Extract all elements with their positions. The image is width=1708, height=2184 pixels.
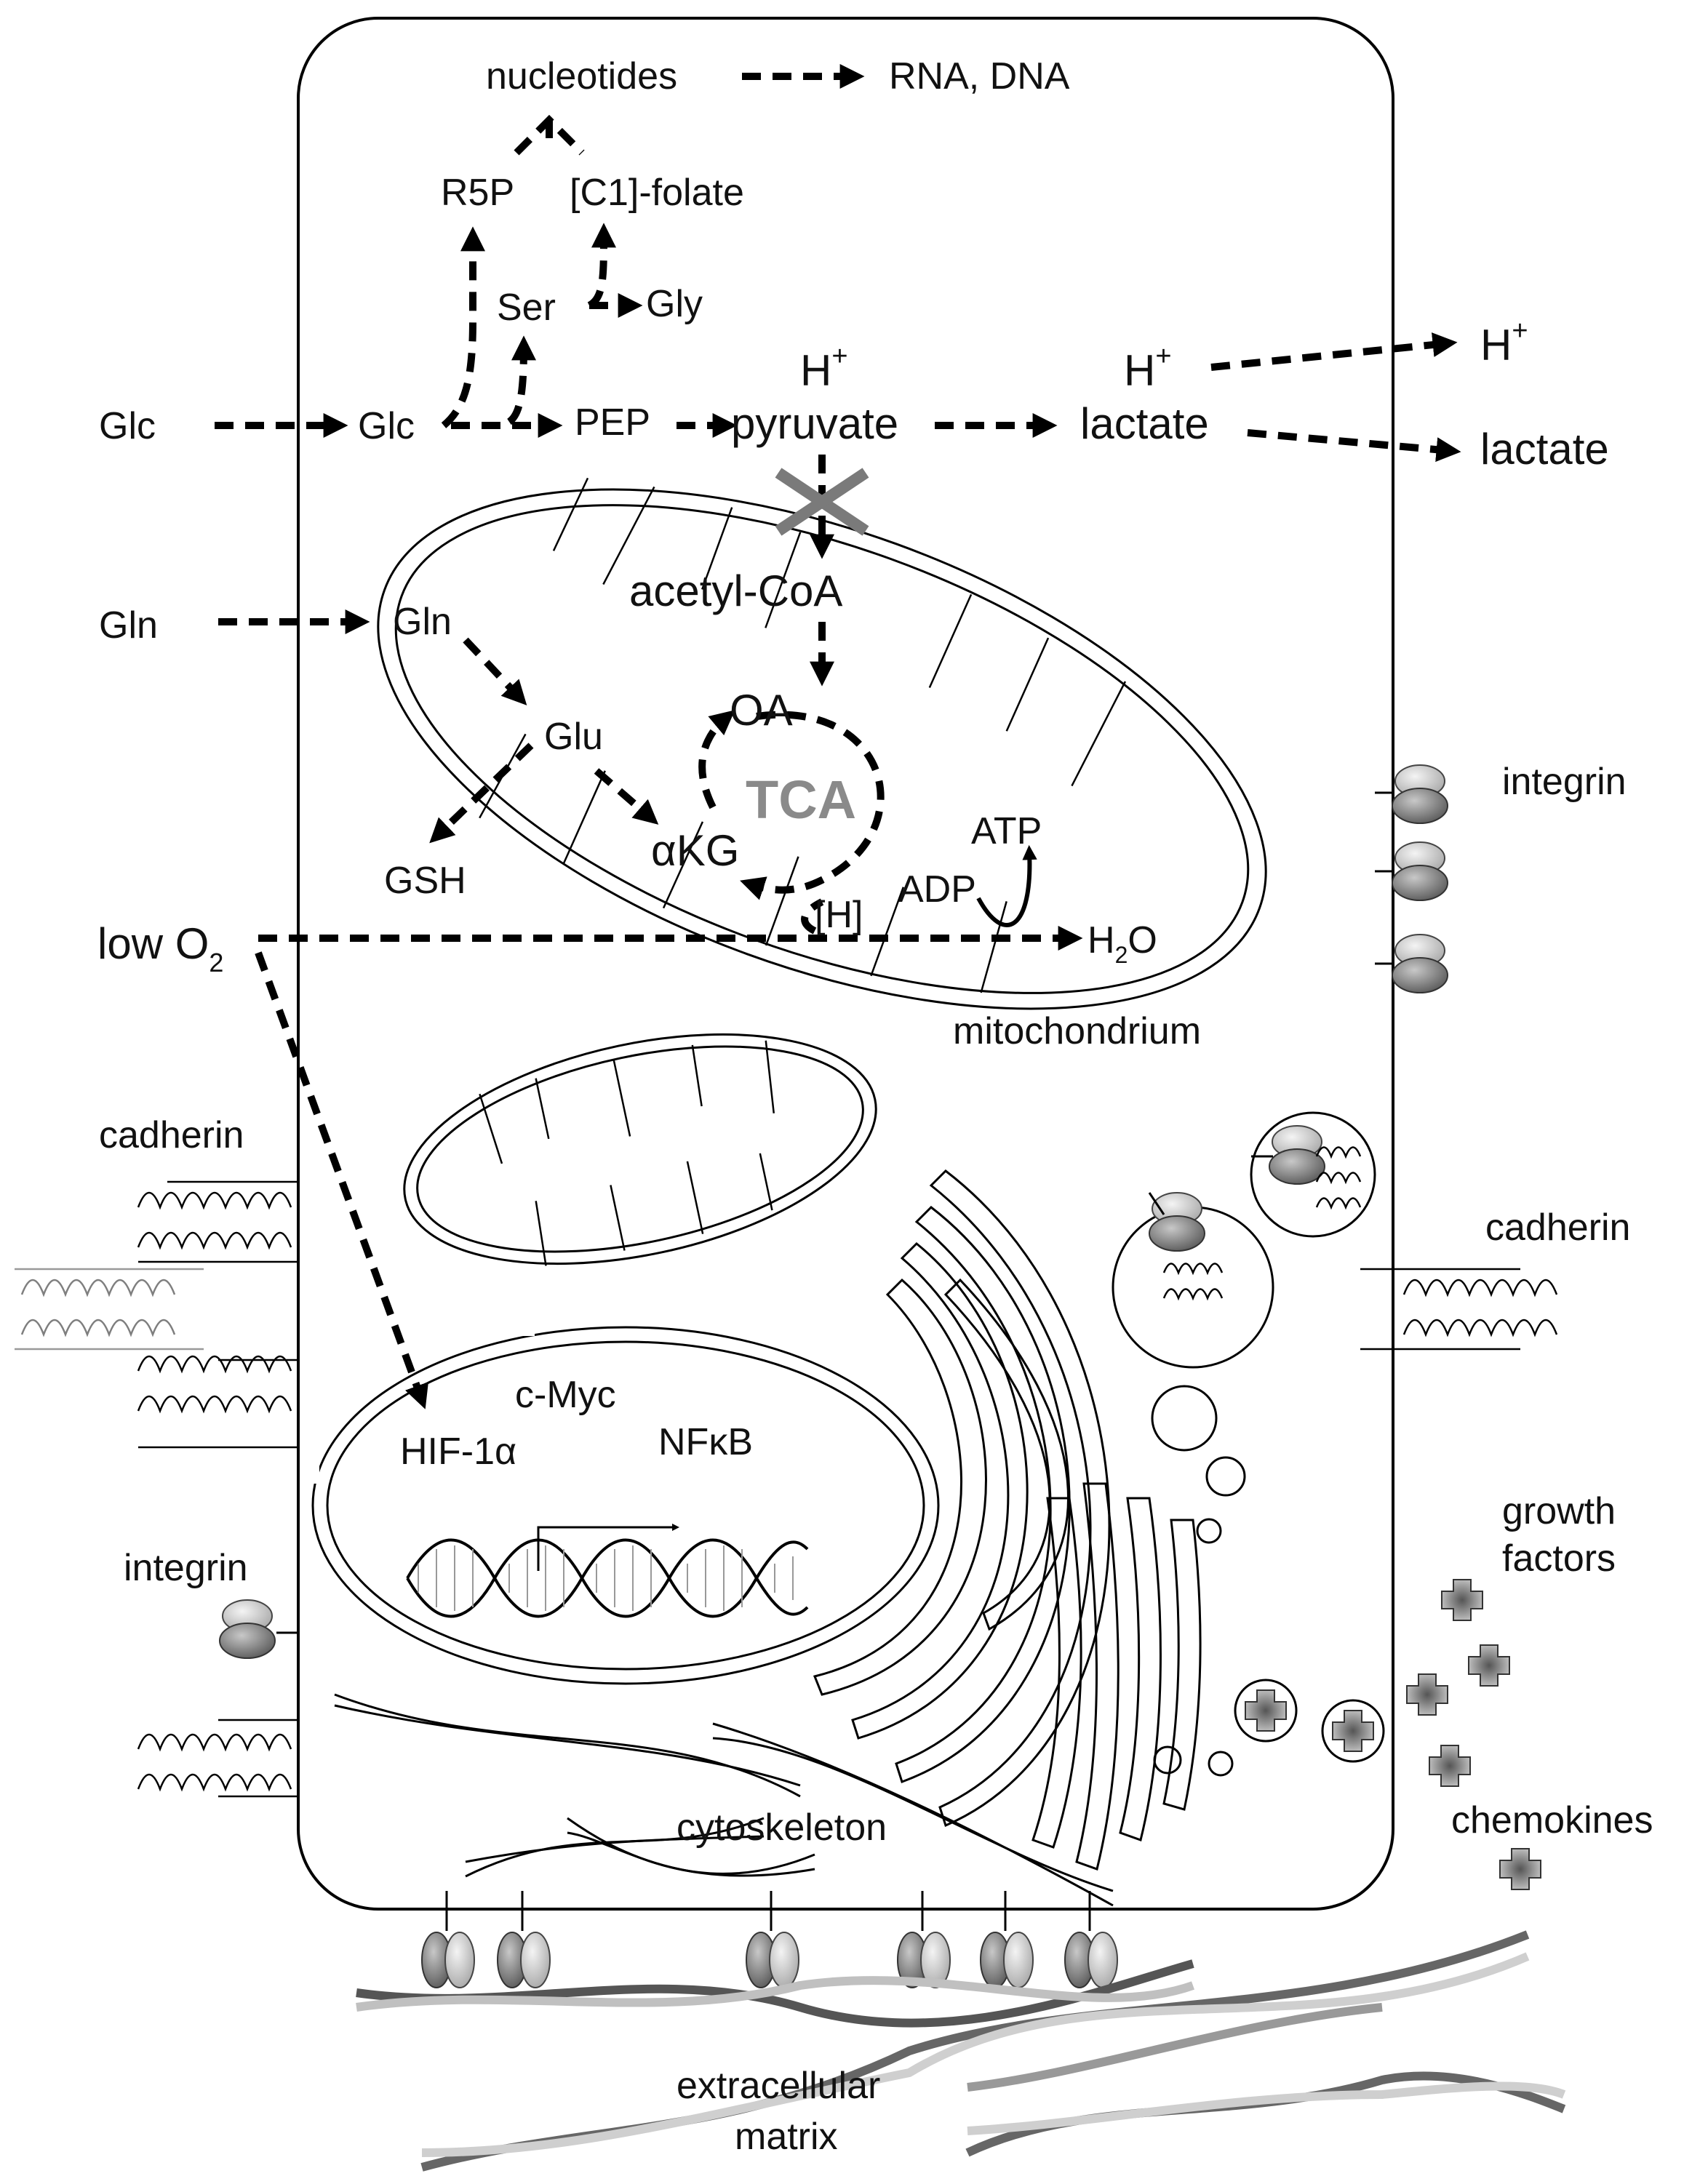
label-low-o2: low O2 [97,919,223,977]
growth-factor-icon [1332,1710,1374,1752]
label-integrin-right: integrin [1502,761,1627,803]
label-glc-inside: Glc [358,405,415,447]
label-integrin-left: integrin [124,1547,248,1589]
nucleus [309,1326,940,1685]
endoplasmic-reticulum [813,1169,1111,1828]
cytoskeleton-fiber-icon [334,1693,1114,1907]
extracellular-matrix-fibers [356,1930,1566,2172]
label-gln-inside: Gln [393,601,452,643]
label-h-plus-outside: H+ [1480,316,1528,369]
label-gsh: GSH [384,860,466,902]
growth-factor-icon [1245,1689,1287,1732]
integrin-icon [1392,764,1448,824]
label-matrix: matrix [735,2116,838,2158]
label-adp: ADP [898,868,976,911]
integrin-icon [219,1599,276,1659]
golgi-apparatus [1031,1482,1202,1871]
label-nucleotides: nucleotides [486,55,677,97]
label-rna-dna: RNA, DNA [889,55,1070,97]
label-extracellular: extracellular [677,2065,880,2107]
label-lactate-outside: lactate [1480,425,1609,473]
growth-factor-icon [1441,1579,1483,1621]
label-pyruvate: pyruvate [731,399,898,448]
label-atp: ATP [971,810,1042,852]
label-glc-outside: Glc [99,405,156,447]
integrin-icon [1149,1192,1205,1252]
label-lactate-inside: lactate [1080,399,1209,448]
cadherin-icon [15,1180,1558,1798]
label-c-myc: c-Myc [515,1374,616,1416]
label-nfkb: NFκB [658,1421,753,1463]
label-h-plus-lactate: H+ [1124,341,1172,395]
label-gln-outside: Gln [99,604,158,647]
label-c1-folate: [C1]-folate [570,172,744,214]
label-acetyl-coa: acetyl-CoA [629,567,842,615]
integrin-icon [1392,934,1448,993]
label-akg: αKG [651,826,739,875]
growth-factor-icon [1429,1745,1471,1787]
label-tca: TCA [746,769,856,830]
inhibition-cross-icon [775,468,869,536]
label-h2o: H2O [1088,919,1157,968]
label-cytoskeleton: cytoskeleton [677,1807,887,1849]
label-factors: factors [1502,1537,1616,1580]
transcription-arrow [537,1523,680,1571]
label-h-bracket: [H] [815,894,863,936]
label-hif1a: HIF-1α [400,1431,516,1473]
growth-factor-icon [1468,1644,1510,1687]
pathway-arrows [215,63,1461,1409]
label-cadherin-left: cadherin [99,1114,244,1156]
label-oa: OA [730,686,793,735]
mitochondrion-small [403,1033,877,1266]
label-pep: PEP [575,401,650,444]
bottom-integrins [421,1891,1118,1988]
label-chemokines: chemokines [1451,1799,1653,1841]
vesicle-cadherins [1162,1146,1362,1301]
label-cadherin-right: cadherin [1485,1207,1630,1249]
label-gly: Gly [646,283,703,325]
label-glu: Glu [544,716,603,758]
growth-factor-icon [1406,1673,1448,1716]
dna-helix-icon [406,1538,809,1618]
label-ser: Ser [497,287,556,329]
integrin-icon [1392,841,1448,901]
label-growth: growth [1502,1490,1616,1532]
adp-atp-arrow [976,844,1037,927]
label-h-plus-pyruvate: H+ [800,341,848,395]
labels: nucleotides RNA, DNA R5P [C1]-folate Ser… [97,55,1653,2158]
label-mitochondrium: mitochondrium [953,1010,1201,1052]
label-r5p: R5P [441,172,514,214]
growth-factor-icon [1499,1848,1541,1890]
cell-membrane [297,17,1394,1911]
